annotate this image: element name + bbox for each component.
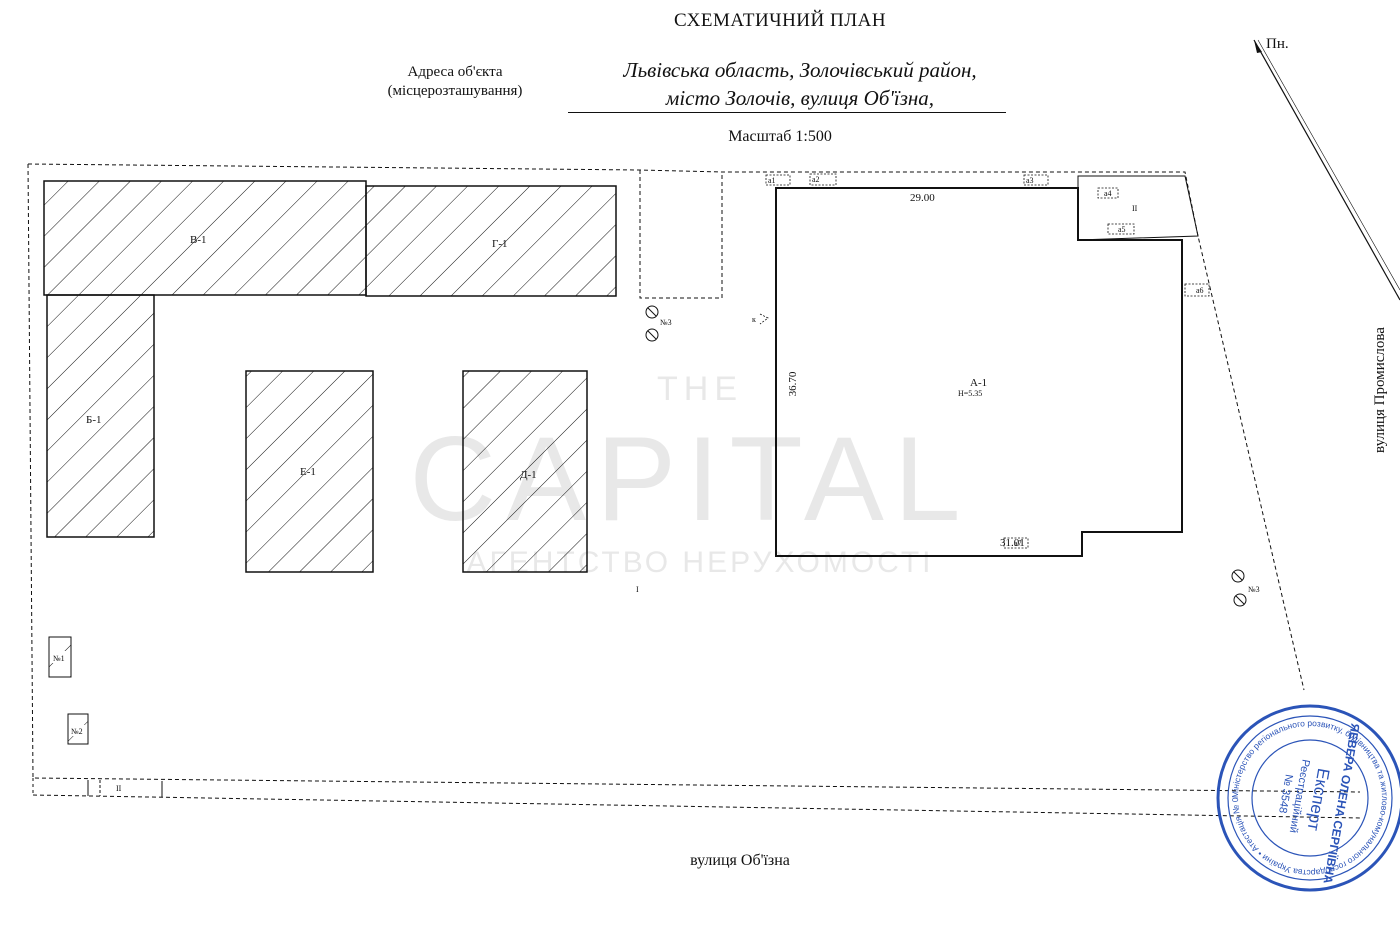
building-d1-label: Д-1 — [520, 469, 537, 481]
wells-right-label: №3 — [1248, 585, 1260, 594]
address-value-line2: місто Золочів, вулиця Об'їзна, — [665, 86, 935, 110]
wells-right: №3 — [1231, 569, 1260, 607]
building-v1 — [43, 180, 367, 296]
plot-boundary — [27, 163, 1305, 691]
address-label: Адреса об'єкта (місцерозташування) — [350, 63, 560, 101]
wells-left: №3 — [645, 305, 672, 342]
building-a1-height: Н=5.35 — [958, 389, 982, 398]
address-underline — [568, 112, 1006, 113]
structure-n2-label: №2 — [71, 727, 83, 736]
page-title: СХЕМАТИЧНИЙ ПЛАН — [673, 10, 887, 31]
node-a7: а7 — [1014, 539, 1022, 548]
building-g1 — [365, 185, 617, 297]
dimension-left: 36.70 — [787, 371, 799, 396]
north-arrow — [1253, 39, 1400, 301]
building-g1-label: Г-1 — [492, 238, 508, 250]
node-a5: а5 — [1118, 225, 1126, 234]
node-a3: а3 — [1026, 176, 1034, 185]
scale-label: Масштаб 1:500 — [728, 128, 832, 145]
watermark-top: THE — [657, 370, 743, 408]
street-label-bottom: вулиця Об'їзна — [690, 852, 790, 869]
structure-n1-label: №1 — [53, 654, 65, 663]
gate-outline — [639, 170, 723, 299]
building-a1-label: А-1 — [970, 377, 987, 389]
node-markers: а1 а2 а3 а4 а5 а6 а7 к — [752, 173, 1210, 549]
building-b1-label: Б-1 — [86, 414, 101, 426]
building-b1 — [46, 294, 155, 538]
annex-ii — [1077, 175, 1199, 241]
dimension-bottom: 31.01 — [1000, 537, 1025, 549]
plot-boundary-left — [27, 163, 1361, 793]
address-value-line1: Львівська область, Золочівський район, — [623, 58, 977, 82]
annex-ii-label: ІІ — [1132, 204, 1138, 213]
building-e1-label: Е-1 — [300, 466, 316, 478]
label-i: І — [636, 585, 639, 594]
node-a4: а4 — [1104, 189, 1112, 198]
north-label: Пн. — [1266, 36, 1289, 52]
node-a1: а1 — [768, 176, 776, 185]
dimension-top: 29.00 — [910, 192, 935, 204]
plot-boundary-bottom — [32, 794, 1361, 819]
address-label-line2: (місцерозташування) — [387, 83, 523, 99]
address-value: Львівська область, Золочівський район, м… — [560, 56, 1040, 112]
building-e1 — [245, 370, 374, 573]
node-a6: а6 — [1196, 286, 1204, 295]
wells-left-label: №3 — [660, 318, 672, 327]
building-v1-label: В-1 — [190, 234, 207, 246]
building-d1 — [462, 370, 588, 573]
node-k: к — [752, 315, 756, 324]
node-a2: а2 — [812, 175, 820, 184]
label-ii-bottom: ІІ — [116, 784, 122, 793]
address-label-line1: Адреса об'єкта — [407, 64, 503, 80]
